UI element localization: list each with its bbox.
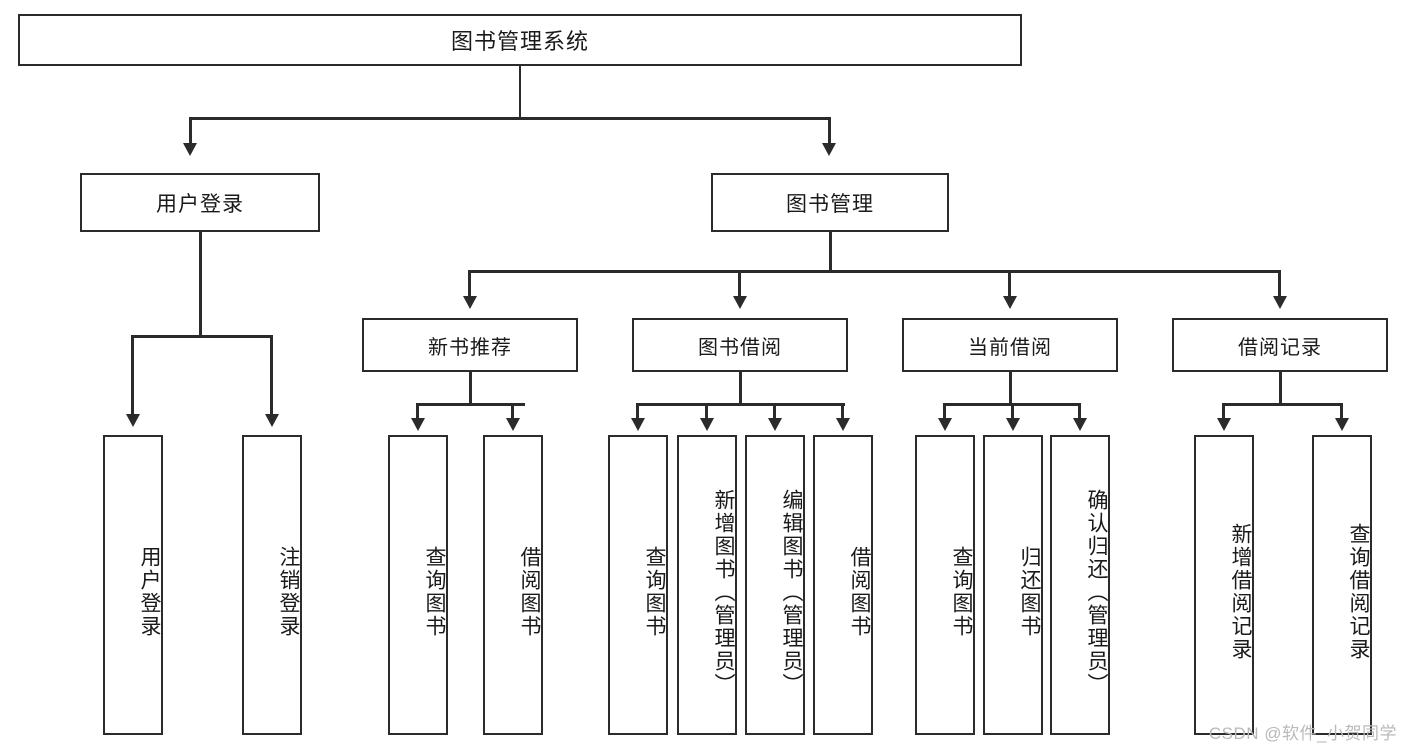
connector-book-borrow-bus <box>637 403 845 406</box>
arrowhead-user-login <box>183 143 197 156</box>
leaf-bb-query-book[interactable]: 查询图书 <box>608 435 668 735</box>
connector-drop-new-book <box>468 270 471 300</box>
node-label: 编辑图书（管理员） <box>780 488 803 696</box>
leaf-cb-confirm-return[interactable]: 确认归还（管理员） <box>1050 435 1110 735</box>
arrowhead-bb-query <box>631 418 645 431</box>
node-borrow-record[interactable]: 借阅记录 <box>1172 318 1388 372</box>
connector-drop-bb-add <box>705 403 708 421</box>
connector-drop-book-borrow <box>738 270 741 300</box>
arrowhead-cb-query <box>938 418 952 431</box>
connector-drop-borrow-record <box>1278 270 1281 300</box>
leaf-cb-return-book[interactable]: 归还图书 <box>983 435 1043 735</box>
arrowhead-bb-add <box>700 418 714 431</box>
arrowhead-bb-borrow <box>836 418 850 431</box>
node-label: 新增借阅记录 <box>1229 523 1252 661</box>
leaf-logout[interactable]: 注销登录 <box>242 435 302 735</box>
node-label: 确认归还（管理员） <box>1085 488 1108 696</box>
connector-book-manage-stem <box>829 232 832 271</box>
connector-drop-bb-borrow <box>841 403 844 421</box>
connector-drop-cb-query <box>943 403 946 421</box>
node-current-borrow[interactable]: 当前借阅 <box>902 318 1118 372</box>
arrowhead-book-manage <box>822 143 836 156</box>
node-label: 用户登录 <box>156 192 244 216</box>
connector-borrow-record-stem <box>1279 372 1282 404</box>
connector-drop-bb-query <box>636 403 639 421</box>
node-label: 注销登录 <box>277 546 300 638</box>
leaf-cb-query-book[interactable]: 查询图书 <box>915 435 975 735</box>
node-label: 用户登录 <box>138 546 161 638</box>
leaf-bb-add-book[interactable]: 新增图书（管理员） <box>677 435 737 735</box>
leaf-user-login[interactable]: 用户登录 <box>103 435 163 735</box>
connector-user-login-bus <box>132 335 272 338</box>
leaf-br-query-record[interactable]: 查询借阅记录 <box>1312 435 1372 735</box>
arrowhead-cb-return <box>1006 418 1020 431</box>
arrowhead-nb-borrow <box>506 418 520 431</box>
arrowhead-leaf-logout <box>265 414 279 427</box>
node-label: 借阅图书 <box>518 546 541 638</box>
arrowhead-br-query <box>1335 418 1349 431</box>
connector-level1-bus <box>190 117 831 120</box>
node-new-book-recommend[interactable]: 新书推荐 <box>362 318 578 372</box>
node-label: 图书管理系统 <box>450 29 589 54</box>
connector-drop-leaf-logout <box>270 335 273 418</box>
arrowhead-current-borrow <box>1003 296 1017 309</box>
arrowhead-cb-confirm <box>1073 418 1087 431</box>
connector-drop-leaf-user-login <box>131 335 134 418</box>
node-label: 归还图书 <box>1018 546 1041 638</box>
node-label: 借阅图书 <box>848 546 871 638</box>
connector-current-borrow-stem <box>1009 372 1012 404</box>
connector-drop-nb-query <box>416 403 419 421</box>
node-label: 新增图书（管理员） <box>712 488 735 696</box>
node-label: 查询借阅记录 <box>1347 523 1370 661</box>
arrowhead-book-borrow <box>733 296 747 309</box>
arrowhead-new-book <box>463 296 477 309</box>
leaf-bb-borrow-book[interactable]: 借阅图书 <box>813 435 873 735</box>
arrowhead-bb-edit <box>768 418 782 431</box>
node-root-system[interactable]: 图书管理系统 <box>18 14 1022 66</box>
leaf-nb-borrow-book[interactable]: 借阅图书 <box>483 435 543 735</box>
node-label: 查询图书 <box>950 546 973 638</box>
connector-user-login-stem <box>199 232 202 336</box>
connector-drop-current-borrow <box>1008 270 1011 300</box>
arrowhead-nb-query <box>411 418 425 431</box>
arrowhead-br-add <box>1217 418 1231 431</box>
connector-root-stem <box>519 66 521 118</box>
node-label: 查询图书 <box>423 546 446 638</box>
node-book-borrow[interactable]: 图书借阅 <box>632 318 848 372</box>
connector-drop-user-login <box>189 117 192 147</box>
arrowhead-leaf-user-login <box>126 414 140 427</box>
connector-drop-br-add <box>1222 403 1225 421</box>
node-label: 查询图书 <box>643 546 666 638</box>
node-label: 新书推荐 <box>428 336 512 359</box>
node-label: 当前借阅 <box>968 336 1052 359</box>
connector-new-book-bus <box>417 403 525 406</box>
connector-borrow-record-bus <box>1223 403 1343 406</box>
leaf-nb-query-book[interactable]: 查询图书 <box>388 435 448 735</box>
connector-book-borrow-stem <box>739 372 742 404</box>
node-book-manage[interactable]: 图书管理 <box>711 173 949 232</box>
leaf-br-add-record[interactable]: 新增借阅记录 <box>1194 435 1254 735</box>
connector-drop-book-manage <box>828 117 831 147</box>
connector-drop-bb-edit <box>773 403 776 421</box>
node-label: 图书借阅 <box>698 336 782 359</box>
node-label: 借阅记录 <box>1238 336 1322 359</box>
node-user-login[interactable]: 用户登录 <box>80 173 320 232</box>
leaf-bb-edit-book[interactable]: 编辑图书（管理员） <box>745 435 805 735</box>
node-label: 图书管理 <box>786 192 874 216</box>
connector-drop-cb-confirm <box>1078 403 1081 421</box>
connector-drop-nb-borrow <box>511 403 514 421</box>
connector-level2-bus <box>469 270 1281 273</box>
connector-drop-cb-return <box>1011 403 1014 421</box>
connector-drop-br-query <box>1340 403 1343 421</box>
arrowhead-borrow-record <box>1273 296 1287 309</box>
connector-new-book-stem <box>469 372 472 404</box>
